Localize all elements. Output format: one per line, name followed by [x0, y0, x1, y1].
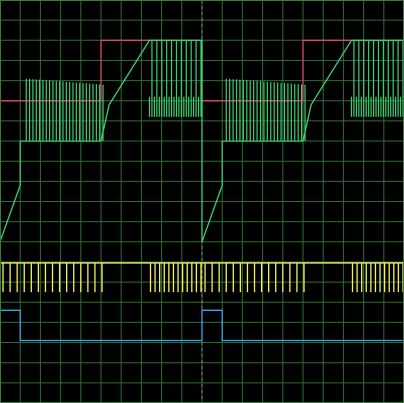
traces	[0, 39, 404, 342]
trace-blue	[0, 309, 404, 342]
trace-green	[0, 39, 404, 243]
